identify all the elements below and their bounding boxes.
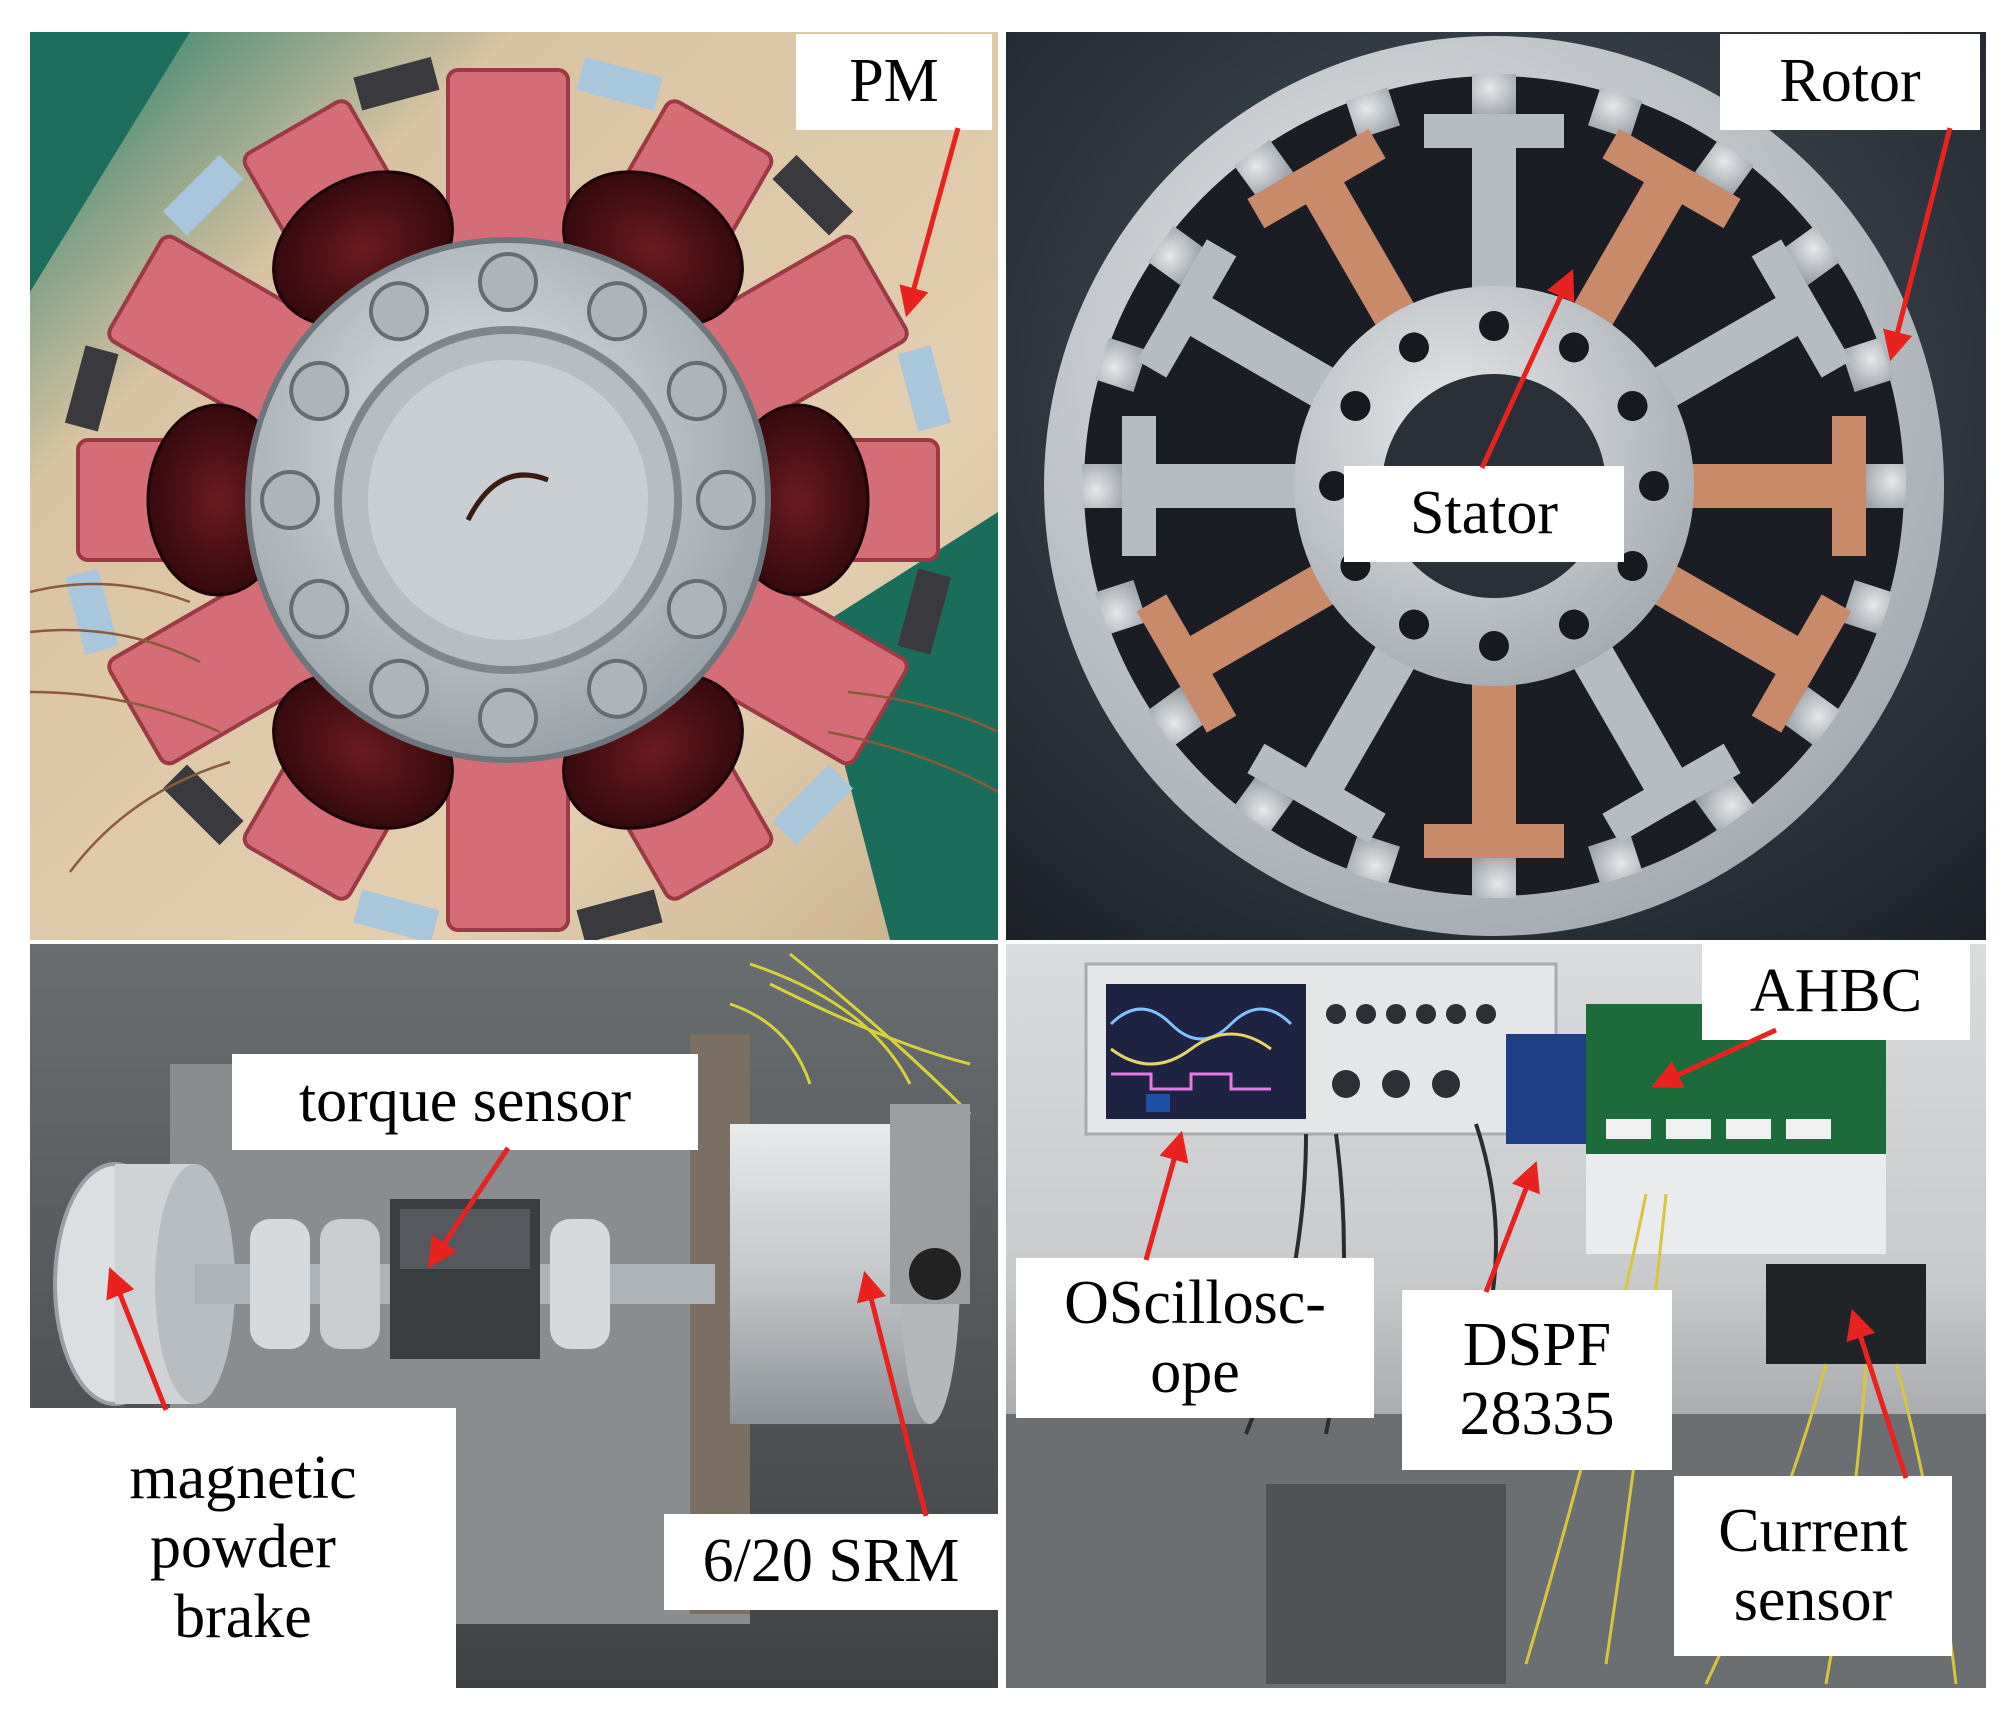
- label-pm: PM: [796, 34, 992, 130]
- label-stator: Stator: [1344, 466, 1624, 562]
- label-magnetic-powder-brake: magnetic powder brake: [30, 1408, 456, 1688]
- label-torque-sensor: torque sensor: [232, 1054, 698, 1150]
- motor-pm-photo: [30, 32, 998, 940]
- label-ahbc: AHBC: [1702, 944, 1970, 1040]
- label-dspf-28335: DSPF 28335: [1402, 1290, 1672, 1470]
- label-6-20-srm: 6/20 SRM: [664, 1514, 998, 1610]
- label-rotor: Rotor: [1720, 34, 1980, 130]
- panel-motor-pm: [30, 32, 998, 940]
- label-current-sensor: Current sensor: [1674, 1476, 1952, 1656]
- label-oscilloscope: OScillosc- ope: [1016, 1258, 1374, 1418]
